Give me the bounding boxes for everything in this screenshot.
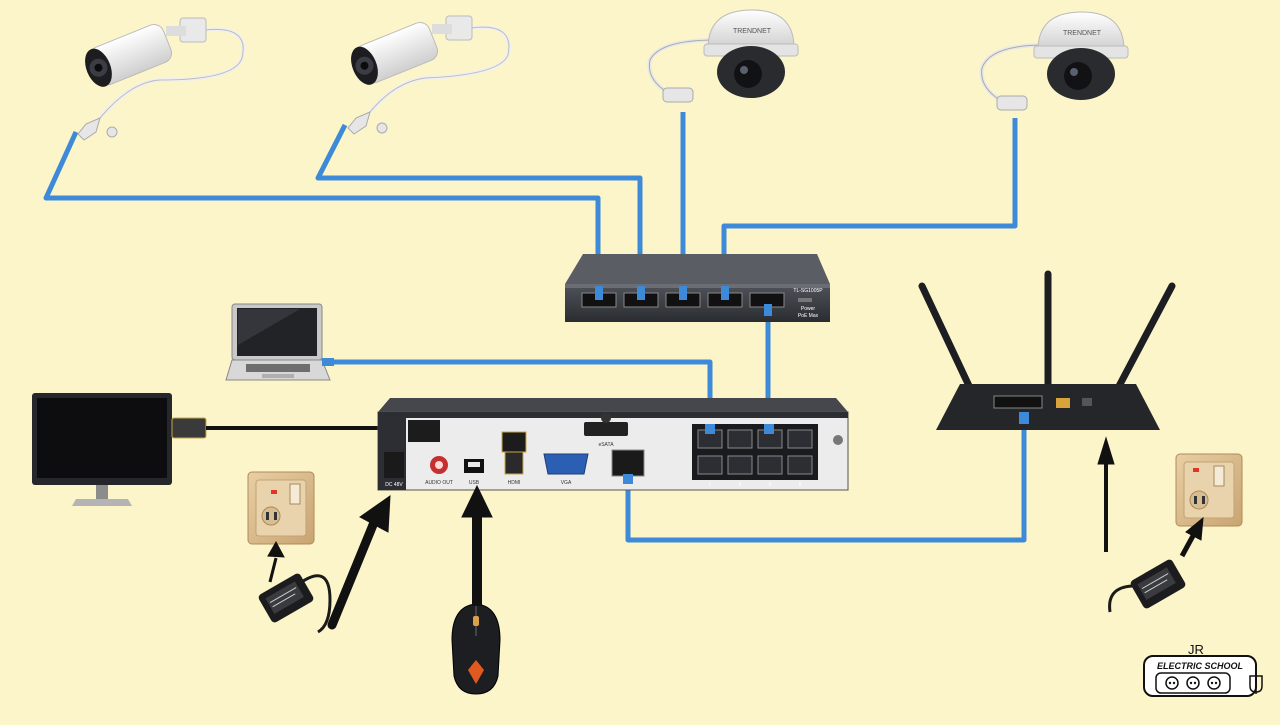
nvr-usb-label: USB xyxy=(469,480,480,486)
dome-camera-icon: TRENDNET xyxy=(1033,11,1129,100)
up-arrow-icon xyxy=(1097,436,1115,552)
bullet-camera-2 xyxy=(347,15,511,135)
poe-switch: TL-SG1005P Power PoE Max xyxy=(565,254,830,322)
wifi-router-icon xyxy=(918,270,1176,430)
power-adapter-icon xyxy=(258,573,314,623)
power-adapter-router xyxy=(1108,559,1186,613)
dome-camera-icon: TRENDNET xyxy=(703,9,799,98)
arrows xyxy=(267,436,1204,630)
nvr-port-8-label: 8 xyxy=(799,482,802,488)
camera-brand-label: TRENDNET xyxy=(733,28,772,35)
nvr-recorder-icon: eSATA DC 48V AUDIO OUT USB HDMI VGA 2 4 … xyxy=(377,398,849,491)
switch-power-label: Power xyxy=(801,306,816,312)
monitor-icon xyxy=(32,393,172,506)
wall-socket-nvr xyxy=(247,471,315,545)
wall-socket-icon xyxy=(247,471,315,545)
cable-camera-1-to-switch xyxy=(43,130,601,290)
nvr-port-2-label: 2 xyxy=(709,482,712,488)
power-adapter-icon xyxy=(1130,559,1186,609)
camera-brand-label: TRENDNET xyxy=(1063,30,1102,37)
bullet-camera-icon xyxy=(85,23,173,87)
switch-poe-max-label: PoE Max xyxy=(798,313,819,319)
up-arrow-icon xyxy=(1179,516,1204,558)
bullet-camera-icon xyxy=(351,21,439,85)
nvr-esata-label: eSATA xyxy=(598,442,614,448)
wall-socket-router xyxy=(1175,453,1243,527)
up-arrow-icon xyxy=(461,484,493,606)
nvr-dc-label: DC 48V xyxy=(385,482,403,488)
laptop xyxy=(225,303,334,381)
nvr-vga-label: VGA xyxy=(561,480,572,486)
nvr-recorder: eSATA DC 48V AUDIO OUT USB HDMI VGA 2 4 … xyxy=(377,398,849,491)
nvr-port-4-label: 4 xyxy=(739,482,742,488)
lan-cables xyxy=(43,112,1027,543)
network-switch-icon: TL-SG1005P Power PoE Max xyxy=(565,254,830,322)
mouse-icon xyxy=(451,603,501,695)
dome-camera-2: TRENDNET xyxy=(979,11,1129,111)
monitor xyxy=(32,393,207,506)
cable-camera-2-to-switch xyxy=(315,123,643,290)
wall-socket-icon xyxy=(1175,453,1243,527)
laptop-icon xyxy=(225,303,331,381)
up-arrow-icon xyxy=(267,540,285,583)
cable-nvr-to-router xyxy=(625,422,1027,543)
logo-monogram: JR xyxy=(1188,642,1204,657)
nvr-audio-label: AUDIO OUT xyxy=(425,480,453,486)
bullet-camera-1 xyxy=(77,17,246,141)
mouse xyxy=(451,603,501,695)
logo-text: ELECTRIC SCHOOL xyxy=(1157,661,1243,671)
dome-camera-1: TRENDNET xyxy=(647,9,799,103)
power-adapter-nvr xyxy=(258,573,332,634)
electric-school-logo: JR ELECTRIC SCHOOL xyxy=(1143,642,1263,697)
switch-model-label: TL-SG1005P xyxy=(793,288,823,294)
nvr-port-6-label: 6 xyxy=(769,482,772,488)
nvr-hdmi-label: HDMI xyxy=(508,480,521,486)
wifi-router xyxy=(918,270,1176,430)
up-arrow-icon xyxy=(327,495,391,630)
